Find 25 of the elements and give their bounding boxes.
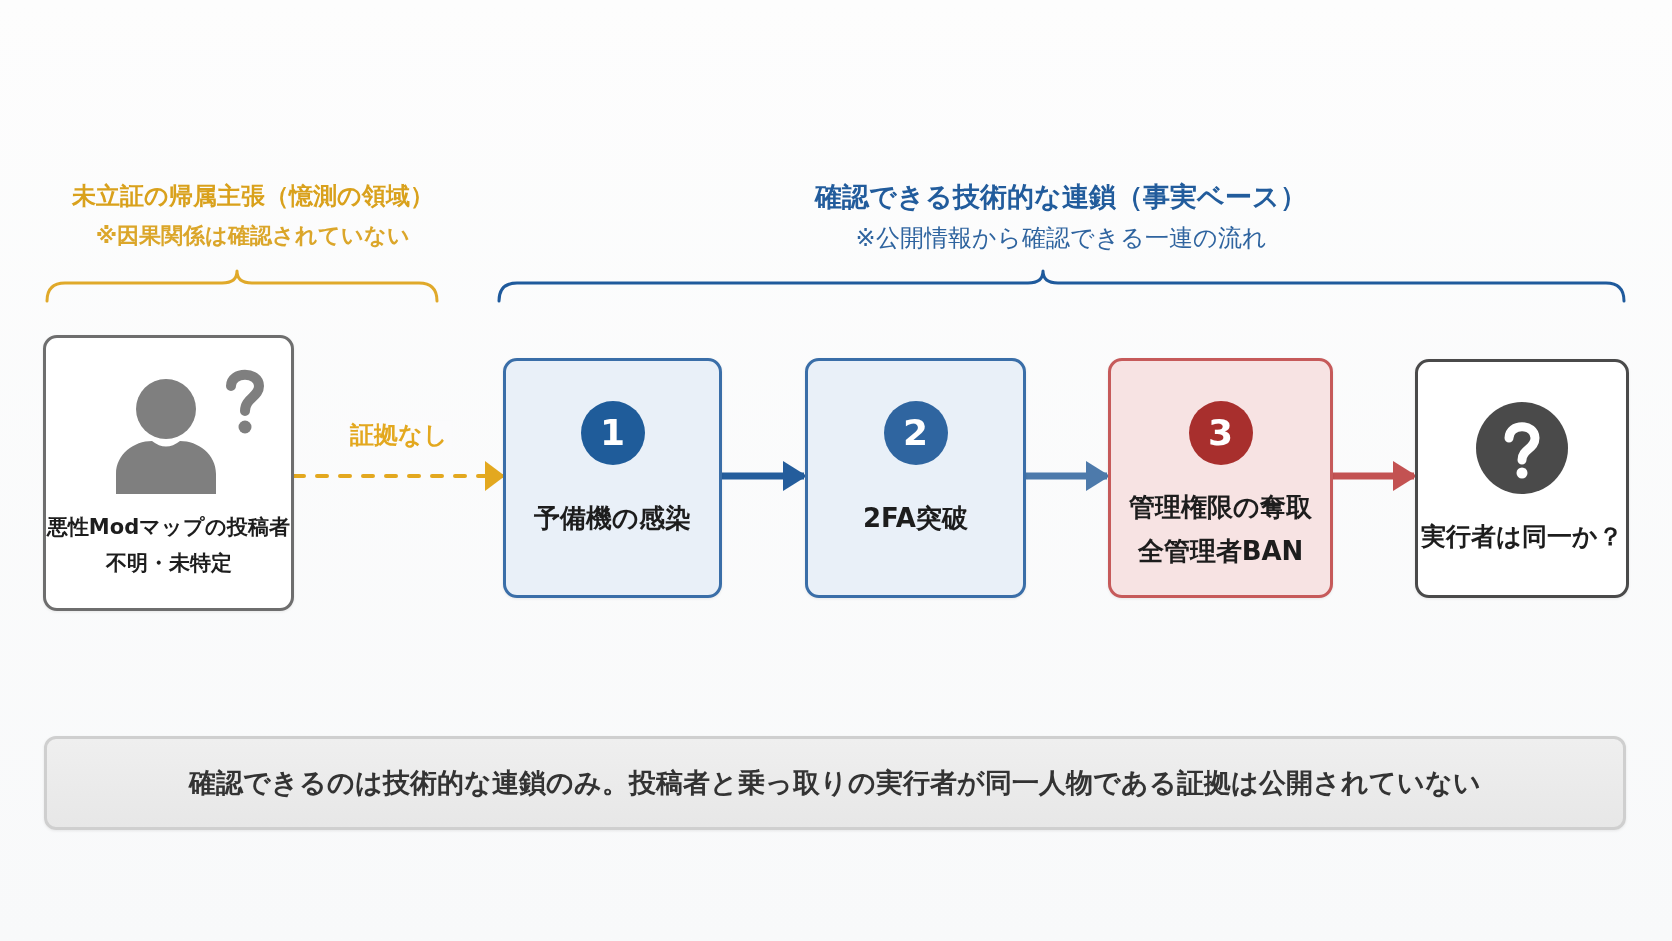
question-box: [1415, 359, 1629, 598]
node-label: 2FA突破: [863, 502, 968, 535]
step-box: [503, 358, 722, 598]
dashed-arrow: [292, 461, 505, 491]
summary-text: 確認できるのは技術的な連鎖のみ。投稿者と乗っ取りの実行者が同一人物である証拠は公開されていない: [189, 766, 1481, 800]
arrow: [722, 461, 807, 491]
summary-bar: [44, 736, 1626, 830]
group-note: ※公開情報から確認できる一連の流れ: [855, 223, 1267, 253]
step-number: 1: [580, 401, 645, 465]
node-label: 不明・未特定: [105, 550, 232, 577]
arrow: [1026, 461, 1110, 491]
node-label: 悪性Modマップの投稿者: [46, 514, 291, 541]
node-label: 予備機の感染: [534, 502, 691, 535]
person-card: [43, 335, 294, 611]
arrow: [1333, 461, 1417, 491]
group-heading: 確認できる技術的な連鎖（事実ベース）: [815, 180, 1307, 214]
step-number: 3: [1188, 401, 1253, 465]
group-note: ※因果関係は確認されていない: [95, 222, 411, 250]
step-box: [1108, 358, 1333, 598]
group-heading: 未立証の帰属主張（憶測の領域）: [72, 181, 434, 211]
node-label: 全管理者BAN: [1137, 535, 1304, 568]
step-number: 2: [883, 401, 948, 465]
step-box: [805, 358, 1026, 598]
node-label: 管理権限の奪取: [1129, 491, 1312, 524]
node-label: 実行者は同一か？: [1421, 521, 1623, 553]
